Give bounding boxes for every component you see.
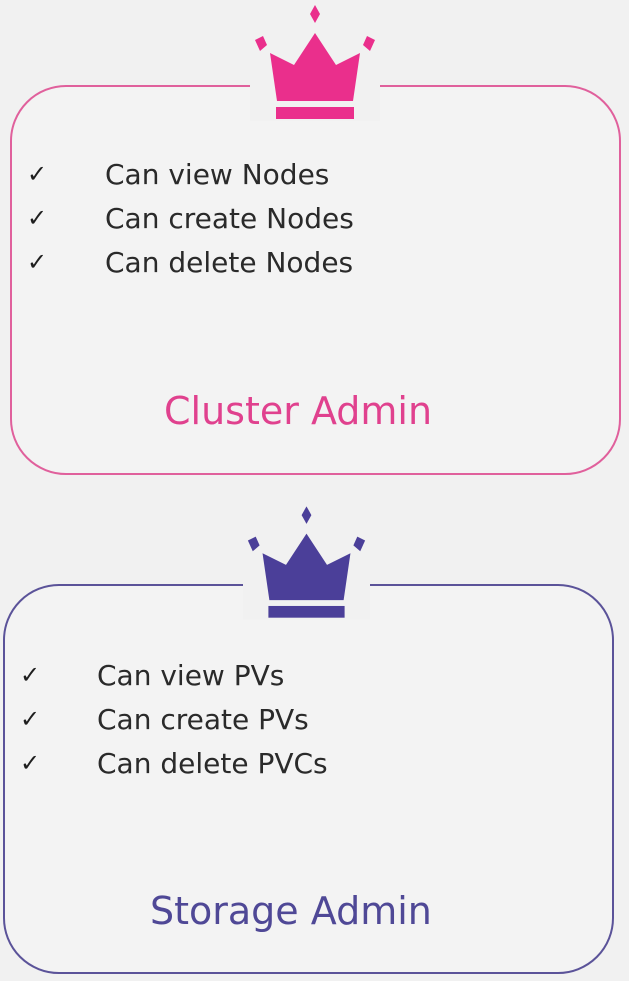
cluster-admin-permissions: ✓ Can view Nodes ✓ Can create Nodes ✓ Ca… [27,152,354,284]
permission-item: ✓ Can delete Nodes [27,240,354,284]
permission-item: ✓ Can view Nodes [27,152,354,196]
permission-label: Can delete PVCs [97,746,328,780]
storage-admin-card [3,584,614,974]
crown-base [276,107,354,119]
checkmark-icon: ✓ [27,248,48,276]
cluster-admin-card [10,85,621,475]
storage-admin-title: Storage Admin [150,889,432,933]
checkmark-icon: ✓ [27,160,48,188]
checkmark-icon: ✓ [27,204,48,232]
permission-label: Can delete Nodes [105,245,354,279]
checkmark-icon: ✓ [20,705,41,733]
permission-label: Can create PVs [97,702,309,736]
cluster-admin-title: Cluster Admin [164,389,433,433]
permission-label: Can create Nodes [105,201,354,235]
crown-top-diamond [310,5,320,23]
checkmark-icon: ✓ [20,749,41,777]
crown-base [268,605,345,618]
checkmark-icon: ✓ [20,661,41,689]
crown-left-diamond [255,36,267,51]
cluster-admin-crown-icon [250,3,380,121]
permission-item: ✓ Can create Nodes [27,196,354,240]
permission-label: Can view Nodes [105,157,330,191]
storage-admin-crown-icon [243,504,370,620]
permission-label: Can view PVs [97,658,285,692]
crown-body [270,33,360,101]
crown-right-diamond [353,536,366,552]
crown-left-diamond [247,536,260,552]
storage-admin-permissions: ✓ Can view PVs ✓ Can create PVs ✓ Can de… [20,653,328,785]
permission-item: ✓ Can view PVs [20,653,328,697]
crown-right-diamond [363,36,375,51]
permission-item: ✓ Can delete PVCs [20,741,328,785]
permission-item: ✓ Can create PVs [20,697,328,741]
crown-body [262,533,351,601]
